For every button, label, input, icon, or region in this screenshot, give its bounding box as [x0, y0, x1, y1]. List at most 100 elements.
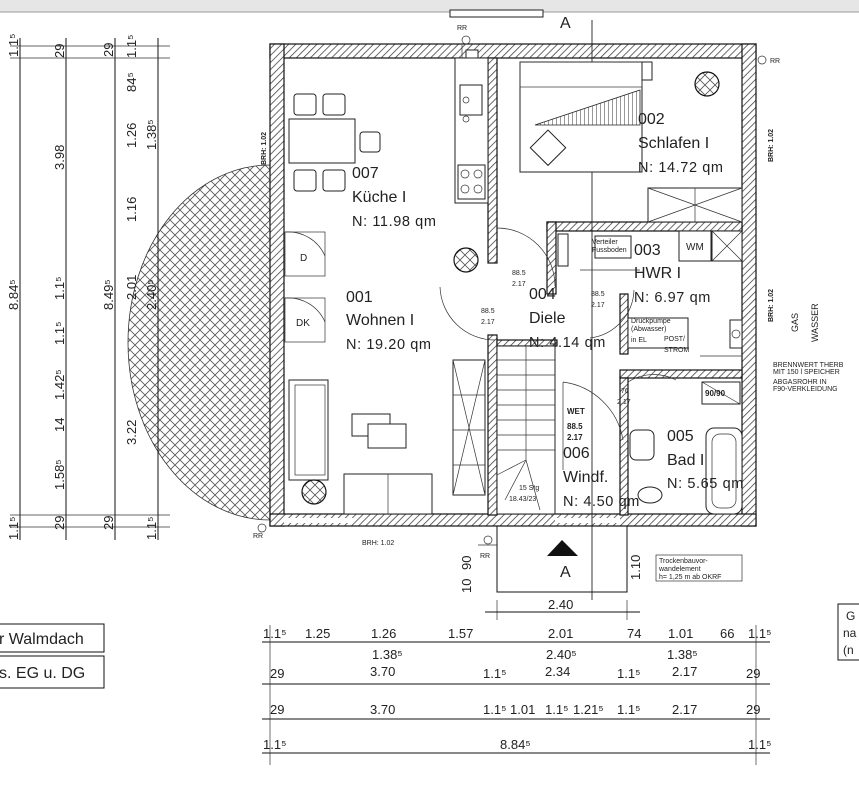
plan-label: 1.1⁵ — [483, 702, 506, 717]
plan-label: RR — [480, 553, 490, 560]
plan-label: 2.17 — [512, 281, 526, 288]
brh-left: BRH: 1.02 — [261, 132, 268, 165]
plan-label: 1.1⁵ — [617, 702, 640, 717]
room-number-003: 003 — [634, 242, 661, 259]
room-number-006: 006 — [563, 445, 590, 462]
plan-label: 2.01 — [548, 626, 573, 641]
plan-label: 1.38⁵ — [667, 647, 698, 662]
plan-label: 2.17 — [567, 433, 583, 442]
plan-label: 2.17 — [672, 664, 697, 679]
plan-label: 1.16 — [124, 197, 139, 222]
plan-label: 1.58⁵ — [52, 459, 67, 490]
plan-label: 1.1⁵ — [263, 626, 286, 641]
plan-label: 1.1⁵ — [748, 626, 771, 641]
door-labels: 88.5 2.17 88.5 2.17 88.5 2.17 76 2.17 WE… — [481, 270, 631, 503]
plan-label: 1.38⁵ — [144, 119, 159, 150]
room-area-005: N: 5.65 qm — [667, 476, 744, 492]
plan-label: 29 — [52, 44, 67, 58]
plan-label: (n — [843, 643, 854, 657]
top-edge — [0, 0, 859, 12]
brh-right-2: BRH: 1.02 — [768, 289, 775, 322]
room-number-005: 005 — [667, 428, 694, 445]
plan-label: 1.1⁵ — [483, 666, 506, 681]
plan-label: 1.21⁵ — [573, 702, 604, 717]
plan-label: 1.1⁵ — [263, 737, 286, 752]
plan-label: 1.1⁵ — [748, 737, 771, 752]
plan-label: 88.5 — [567, 422, 583, 431]
plan-label: 74 — [627, 626, 641, 641]
plan-label: 1.42⁵ — [52, 369, 67, 400]
top-box — [449, 9, 544, 18]
bottom-dimensions: 1.1⁵ 1.25 1.26 1.57 2.01 74 1.01 66 1.1⁵… — [262, 555, 771, 765]
left-dimensions: 1.1⁵ 29 3.98 29 1.1⁵ 8.84⁵ 1.1⁵ 1.1⁵ 1.4… — [6, 34, 170, 540]
plan-label: 29 — [746, 666, 760, 681]
plan-label: Fussboden — [592, 247, 627, 254]
plan-label: 88.5 — [512, 270, 526, 277]
plan-label: 8.84⁵ — [6, 279, 21, 310]
plan-label: F90-VERKLEIDUNG — [773, 386, 838, 393]
room-name-001: Wohnen I — [346, 312, 414, 329]
utility-equipment — [557, 230, 743, 357]
plan-label: (Abwasser) — [631, 326, 666, 333]
plan-label: 1.01 — [668, 626, 693, 641]
plan-label: 29 — [52, 516, 67, 530]
plan-label: 29 — [101, 516, 116, 530]
legend: r Walmdach s. EG u. DG — [0, 623, 105, 689]
shower-label: 90/90 — [705, 389, 726, 398]
plan-label: 29 — [270, 702, 284, 717]
room-area-006: N: 4.50 qm — [563, 494, 640, 510]
brh-right-1: BRH: 1.02 — [768, 129, 775, 162]
terrace-hatch — [127, 164, 271, 521]
plan-label: Trockenbauvor- — [659, 558, 708, 565]
plan-label: 90 — [459, 556, 474, 570]
plan-label: 88.5 — [591, 291, 605, 298]
plan-label: MIT 150 l SPEICHER — [773, 369, 840, 376]
plan-label: RR — [253, 533, 263, 540]
plan-label: 3.70 — [370, 702, 395, 717]
plan-label: STROM — [664, 347, 689, 354]
room-area-001: N: 19.20 qm — [346, 337, 432, 353]
room-name-002: Schlafen I — [638, 135, 709, 152]
plan-label: 1.26 — [371, 626, 396, 641]
room-number-007: 007 — [352, 165, 379, 182]
entry-width: 2.40 — [548, 597, 573, 612]
plan-label: 2.17 — [481, 319, 495, 326]
plan-label: 1.1⁵ — [545, 702, 568, 717]
staircase — [496, 345, 556, 515]
fixture-d: D — [300, 253, 307, 264]
plan-label: 88.5 — [481, 308, 495, 315]
plan-label: 1.1⁵ — [52, 322, 67, 345]
plan-label: 15 Stg — [519, 485, 539, 492]
plan-label: WET — [567, 407, 585, 416]
living-furniture — [288, 359, 486, 515]
plan-label: RR — [457, 25, 467, 32]
plan-label: 2.17 — [617, 399, 631, 406]
plan-label: 29 — [101, 43, 116, 57]
plan-label: RR — [770, 58, 780, 65]
room-name-006: Windf. — [563, 469, 608, 486]
plan-label: 66 — [720, 626, 734, 641]
plan-label: 2.40⁵ — [144, 279, 159, 310]
plan-label: 10 — [459, 579, 474, 593]
plan-label: 2.34 — [545, 664, 570, 679]
plan-label: 1.10 — [628, 555, 643, 580]
room-area-007: N: 11.98 qm — [352, 214, 437, 230]
room-name-004: Diele — [529, 310, 566, 327]
plan-label: wandelement — [658, 566, 701, 573]
plan-label: 1.1⁵ — [144, 517, 159, 540]
plan-label: 18.43/23 — [509, 496, 536, 503]
plan-label: 3.70 — [370, 664, 395, 679]
plan-label: 1.57 — [448, 626, 473, 641]
rr-markers — [257, 35, 767, 545]
plan-label: 14 — [52, 418, 67, 432]
plan-label: na — [843, 626, 857, 640]
bathroom-fixtures — [629, 381, 743, 515]
plan-label: 3.22 — [124, 420, 139, 445]
plan-label: WASSER — [810, 303, 820, 342]
section-mark-bottom: A — [560, 564, 571, 581]
plan-label: 29 — [746, 702, 760, 717]
plan-label: ABGASROHR IN — [773, 379, 827, 386]
section-mark-top: A — [560, 15, 571, 32]
plan-label: 8.49⁵ — [101, 279, 116, 310]
